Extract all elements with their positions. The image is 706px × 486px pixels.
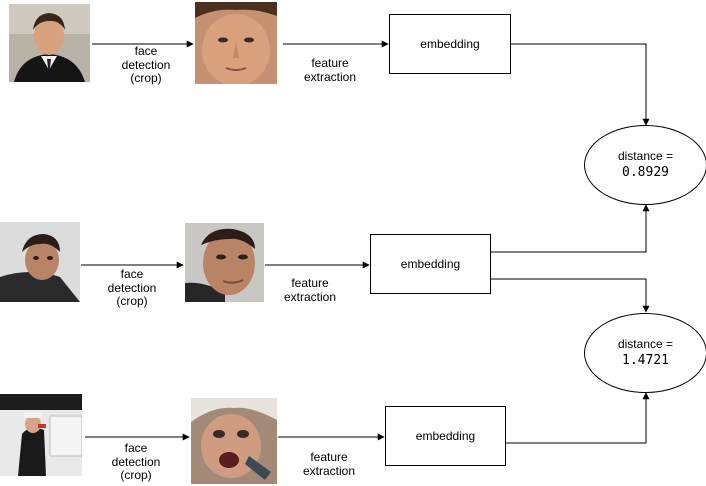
original-photo-3: [0, 394, 82, 476]
arrow-embed3-to-dist2: [506, 392, 650, 444]
arrow-embed2-to-dist1: [491, 204, 650, 253]
distance-node-2: distance = 1.4721: [584, 313, 706, 393]
original-photo-2: [0, 222, 80, 302]
feature-extraction-label-3: feature extraction: [302, 450, 356, 478]
arrow-embed2-to-dist2: [491, 278, 650, 313]
distance-value-2: 1.4721: [622, 353, 669, 368]
cropped-face-2: [185, 223, 264, 302]
face-detection-label-2: face detection (crop): [107, 267, 157, 308]
distance-label-2: distance =: [617, 337, 674, 351]
feature-extraction-label-2: feature extraction: [283, 276, 337, 304]
cropped-face-1: [195, 2, 277, 84]
distance-label-1: distance =: [617, 149, 674, 163]
embedding-label-2: embedding: [400, 257, 461, 271]
embedding-box-2: embedding: [370, 234, 491, 294]
original-photo-1: [9, 4, 90, 82]
arrow-embed1-to-dist1: [511, 43, 650, 126]
embedding-label-3: embedding: [415, 429, 476, 443]
distance-value-1: 0.8929: [622, 165, 669, 180]
face-detection-label-1: face detection (crop): [121, 44, 171, 85]
cropped-face-3: [191, 398, 277, 484]
embedding-label-1: embedding: [420, 37, 480, 51]
feature-extraction-label-1: feature extraction: [303, 56, 357, 84]
embedding-box-1: embedding: [389, 14, 511, 74]
embedding-box-3: embedding: [385, 406, 506, 466]
distance-node-1: distance = 0.8929: [584, 125, 706, 205]
face-detection-label-3: face detection (crop): [111, 441, 161, 482]
